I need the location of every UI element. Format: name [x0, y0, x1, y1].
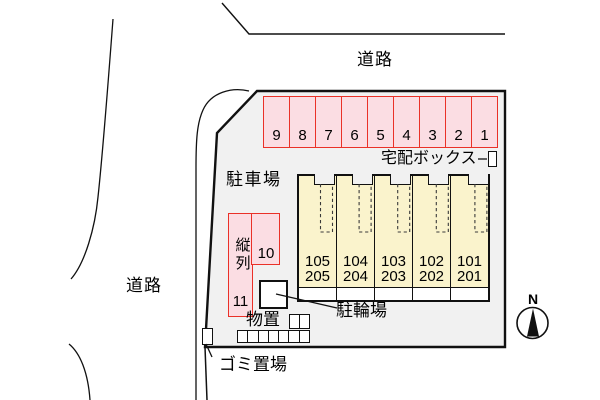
- left-road-west-edge-line: [70, 18, 114, 280]
- bicycle-parking-square: [259, 280, 288, 309]
- building-unit: 104 204: [337, 174, 375, 300]
- storage-shed-icons: [289, 314, 310, 329]
- unit-label: 105 205: [299, 254, 336, 284]
- parking-lot-label: 駐車場: [226, 170, 282, 189]
- garbage-label: ゴミ置場: [219, 355, 287, 374]
- unit-label: 104 204: [337, 254, 374, 284]
- unit-number-1f: 104: [342, 253, 369, 270]
- road-label-top: 道路: [357, 50, 393, 69]
- stall-number: 6: [350, 127, 359, 144]
- parking-stall: 8: [290, 97, 316, 147]
- building-unit: 101 201: [451, 174, 489, 300]
- parking-stall: 7: [316, 97, 342, 147]
- parking-stall: 1: [472, 97, 497, 147]
- parking-stall-row: 9 8 7 6 5 4 3 2 1: [263, 96, 498, 148]
- bike-rack-cell: [279, 331, 290, 342]
- stall-number: 7: [324, 127, 333, 144]
- compass-north-label: N: [527, 291, 539, 307]
- bike-rack-cell: [238, 331, 249, 342]
- unit-number-1f: 105: [304, 253, 331, 270]
- parking-stall: 5: [368, 97, 394, 147]
- building-unit: 103 203: [375, 174, 413, 300]
- unit-label: 101 201: [451, 254, 488, 284]
- stall-number: 9: [272, 127, 281, 144]
- apartment-building: 105 205 104 204 103 203 102 20: [297, 174, 490, 302]
- unit-number-1f: 102: [418, 253, 445, 270]
- bike-rack-cell: [259, 331, 269, 342]
- left-road-corner-curve: [68, 343, 91, 400]
- tandem-label: 縦列: [233, 237, 251, 273]
- compass-circle: [516, 306, 549, 340]
- stall-number: 1: [480, 127, 489, 144]
- unit-balcony: [375, 287, 412, 300]
- stall-number: 2: [454, 127, 463, 144]
- building-unit: 102 202: [413, 174, 451, 300]
- unit-number-2f: 201: [456, 268, 483, 285]
- entrance-notch: [314, 174, 335, 185]
- unit-label: 103 203: [375, 254, 412, 284]
- tandem-stall-10-box: [251, 213, 280, 265]
- stall-number: 3: [428, 127, 437, 144]
- delivery-box-icon: [488, 151, 497, 167]
- unit-number-2f: 205: [304, 268, 331, 285]
- parking-stall: 4: [394, 97, 420, 147]
- unit-number-1f: 101: [456, 253, 483, 270]
- top-road-edge-line: [221, 2, 505, 35]
- bicycle-parking-label: 駐輪場: [336, 301, 387, 320]
- entrance-notch: [428, 174, 449, 185]
- bike-rack-cell: [289, 331, 300, 342]
- parking-stall: 2: [446, 97, 472, 147]
- stall-number: 5: [376, 127, 385, 144]
- stall-number: 4: [402, 127, 411, 144]
- bike-rack-cell: [300, 331, 309, 342]
- bike-rack-row: [237, 330, 310, 343]
- entrance-notch: [468, 174, 489, 185]
- unit-label: 102 202: [413, 254, 450, 284]
- tandem-stall-10-number: 10: [257, 245, 275, 262]
- unit-balcony: [413, 287, 450, 300]
- delivery-box-label: 宅配ボックス: [381, 150, 477, 167]
- unit-number-2f: 202: [418, 268, 445, 285]
- storage-label: 物置: [246, 310, 280, 329]
- parking-stall: 3: [420, 97, 446, 147]
- stall-number: 8: [298, 127, 307, 144]
- parking-stall: 9: [264, 97, 290, 147]
- tandem-stall-11-number: 11: [232, 293, 249, 310]
- compass-needle-icon: [527, 308, 539, 337]
- unit-balcony: [337, 287, 374, 300]
- unit-number-2f: 203: [380, 268, 407, 285]
- parking-stall: 6: [342, 97, 368, 147]
- boundary-extension-line: [204, 346, 208, 400]
- road-label-left: 道路: [126, 276, 162, 295]
- entrance-notch: [352, 174, 373, 185]
- entrance-notch: [390, 174, 411, 185]
- unit-balcony: [451, 287, 488, 300]
- garbage-leader-line: [205, 343, 213, 358]
- unit-number-2f: 204: [342, 268, 369, 285]
- bike-rack-cell: [248, 331, 259, 342]
- garbage-box-icon: [202, 328, 213, 345]
- storage-shed-icon: [298, 314, 310, 329]
- bike-rack-cell: [269, 331, 280, 342]
- building-unit: 105 205: [299, 174, 337, 300]
- tandem-stall-11-box: [228, 213, 253, 317]
- unit-balcony: [299, 287, 336, 300]
- unit-number-1f: 103: [380, 253, 407, 270]
